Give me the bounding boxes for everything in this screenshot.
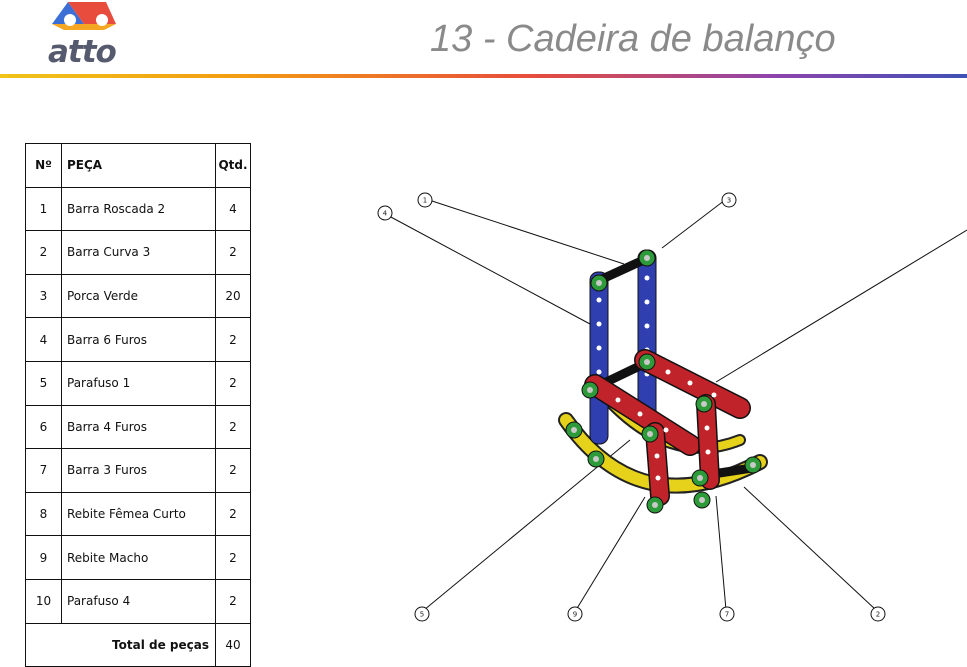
row-piece: Parafuso 1 [61,360,216,406]
row-piece: Rebite Macho [61,535,216,580]
row-qty: 4 [215,186,251,232]
header-divider [0,74,967,78]
callout-9: 9 [573,611,577,619]
row-no: 5 [25,360,62,406]
row-qty: 2 [215,448,251,493]
row-no: 1 [25,186,62,232]
row-piece: Barra Curva 3 [61,230,216,275]
table-row: 7 Barra 3 Furos 2 [25,448,251,493]
table-row: 9 Rebite Macho 2 [25,535,251,580]
row-piece: Parafuso 4 [61,578,216,624]
row-qty: 2 [215,360,251,406]
table-header-row: Nº PEÇA Qtd. [25,143,251,188]
table-row: 5 Parafuso 1 2 [25,360,251,406]
table-row: 4 Barra 6 Furos 2 [25,317,251,362]
row-no: 2 [25,230,62,275]
row-piece: Porca Verde [61,273,216,319]
table-total-row: Total de peças 40 [25,622,251,667]
row-piece: Barra 6 Furos [61,317,216,362]
row-qty: 20 [215,273,251,319]
row-piece: Barra Roscada 2 [61,186,216,232]
table-row: 1 Barra Roscada 2 4 [25,186,251,232]
rocking-chair-assembly-diagram: 1 3 4 5 9 7 2 [377,192,967,622]
row-no: 6 [25,404,62,450]
red-bars [584,349,751,506]
row-qty: 2 [215,491,251,537]
row-qty: 2 [215,317,251,362]
blue-6-hole-bars [589,249,657,445]
callout-7: 7 [725,611,729,619]
parts-table: Nº PEÇA Qtd. 1 Barra Roscada 2 4 2 Barra… [25,143,251,667]
header-piece: PEÇA [61,143,216,188]
callout-2: 2 [876,611,880,619]
row-piece: Rebite Fêmea Curto [61,491,216,537]
total-label: Total de peças [25,622,216,667]
nut-centers [571,255,756,508]
row-qty: 2 [215,578,251,624]
table-row: 3 Porca Verde 20 [25,273,251,319]
table-row: 10 Parafuso 4 2 [25,578,251,624]
row-qty: 2 [215,230,251,275]
row-qty: 2 [215,535,251,580]
callout-1: 1 [423,197,427,205]
callout-3: 3 [727,197,731,205]
page-title: 13 - Cadeira de balanço [430,18,836,60]
callout-5: 5 [420,611,424,619]
header-no: Nº [25,143,62,188]
callout-4: 4 [383,210,388,218]
row-piece: Barra 4 Furos [61,404,216,450]
logo-text: atto [48,34,117,70]
header: atto 13 - Cadeira de balanço [0,0,967,80]
table-row: 8 Rebite Fêmea Curto 2 [25,491,251,537]
total-value: 40 [215,622,251,667]
table-row: 6 Barra 4 Furos 2 [25,404,251,450]
table-row: 2 Barra Curva 3 2 [25,230,251,275]
row-qty: 2 [215,404,251,450]
row-no: 3 [25,273,62,319]
header-qty: Qtd. [215,143,251,188]
row-no: 8 [25,491,62,537]
row-no: 9 [25,535,62,580]
row-no: 4 [25,317,62,362]
atto-logo-icon [52,2,116,30]
row-no: 10 [25,578,62,624]
row-piece: Barra 3 Furos [61,448,216,493]
row-no: 7 [25,448,62,493]
